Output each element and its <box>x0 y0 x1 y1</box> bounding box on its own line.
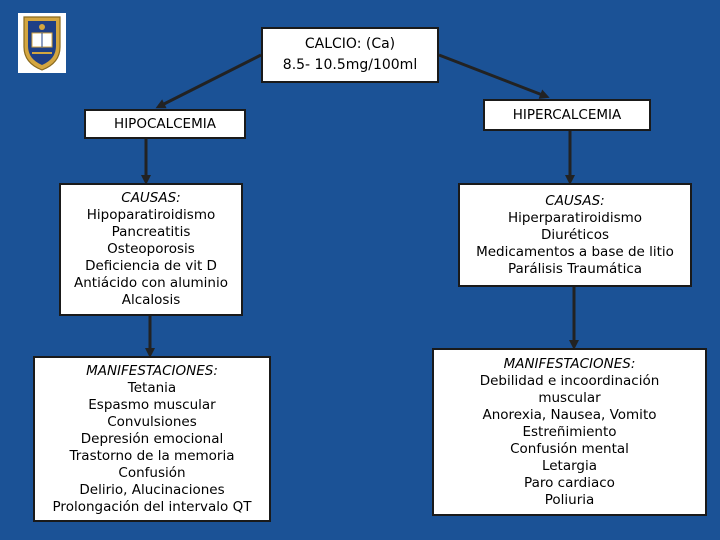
arrow-title-to-hiper <box>438 53 550 99</box>
hypercalcemia-causes-box: CAUSAS: Hiperparatiroidismo Diuréticos M… <box>458 183 692 287</box>
hypocalcemia-causes-box: CAUSAS: Hipoparatiroidismo Pancreatitis … <box>59 183 243 316</box>
arrow-title-to-hipo <box>155 53 262 109</box>
cause-item: Hipoparatiroidismo <box>86 207 216 223</box>
hypercalcemia-header-box: HIPERCALCEMIA <box>483 99 651 131</box>
calcium-normal-range: 8.5- 10.5mg/100ml <box>282 57 418 73</box>
calcium-title: CALCIO: (Ca) <box>304 36 396 52</box>
manifestation-item: Debilidad e incoordinación <box>479 372 660 389</box>
manifestation-item: Confusión mental <box>510 440 629 457</box>
hypocalcemia-header-box: HIPOCALCEMIA <box>84 109 246 139</box>
manifestation-item: Prolongación del intervalo QT <box>52 498 252 515</box>
manifestations-heading: MANIFESTACIONES: <box>503 355 636 372</box>
manifestation-item: Anorexia, Nausea, Vomito <box>482 406 657 423</box>
manifestation-item: Tetania <box>127 379 177 396</box>
cause-item: Antiácido con aluminio <box>74 275 228 291</box>
manifestation-item: Paro cardiaco <box>524 474 615 491</box>
manifestation-item: Convulsiones <box>107 413 197 430</box>
hypercalcemia-title: HIPERCALCEMIA <box>512 106 622 123</box>
causes-heading: CAUSAS: <box>545 192 605 209</box>
causes-heading: CAUSAS: <box>121 190 181 206</box>
manifestation-item: Letargia <box>541 457 598 474</box>
cause-item: Parálisis Traumática <box>507 260 643 277</box>
manifestations-heading: MANIFESTACIONES: <box>86 362 218 379</box>
manifestation-item: Poliuria <box>544 491 595 508</box>
hypercalcemia-manifestations-box: MANIFESTACIONES: Debilidad e incoordinac… <box>432 348 707 516</box>
manifestation-item: Delirio, Alucinaciones <box>79 481 225 498</box>
cause-item: Hiperparatiroidismo <box>507 209 643 226</box>
cause-item: Osteoporosis <box>107 241 195 257</box>
cause-item: Diuréticos <box>540 226 610 243</box>
calcium-range-box: CALCIO: (Ca) 8.5- 10.5mg/100ml <box>261 27 439 83</box>
university-crest-logo <box>18 13 66 73</box>
manifestation-item: muscular <box>538 389 601 406</box>
cause-item: Alcalosis <box>121 292 181 308</box>
manifestation-item: Depresión emocional <box>80 430 224 447</box>
hypocalcemia-title: HIPOCALCEMIA <box>114 115 216 132</box>
cause-item: Deficiencia de vit D <box>85 258 217 274</box>
hypocalcemia-manifestations-box: MANIFESTACIONES: Tetania Espasmo muscula… <box>33 356 271 522</box>
manifestation-item: Espasmo muscular <box>88 396 216 413</box>
manifestation-item: Estreñimiento <box>522 423 617 440</box>
manifestation-item: Confusión <box>118 464 186 481</box>
cause-item: Pancreatitis <box>111 224 191 240</box>
manifestation-item: Trastorno de la memoria <box>69 447 235 464</box>
cause-item: Medicamentos a base de litio <box>476 243 674 260</box>
